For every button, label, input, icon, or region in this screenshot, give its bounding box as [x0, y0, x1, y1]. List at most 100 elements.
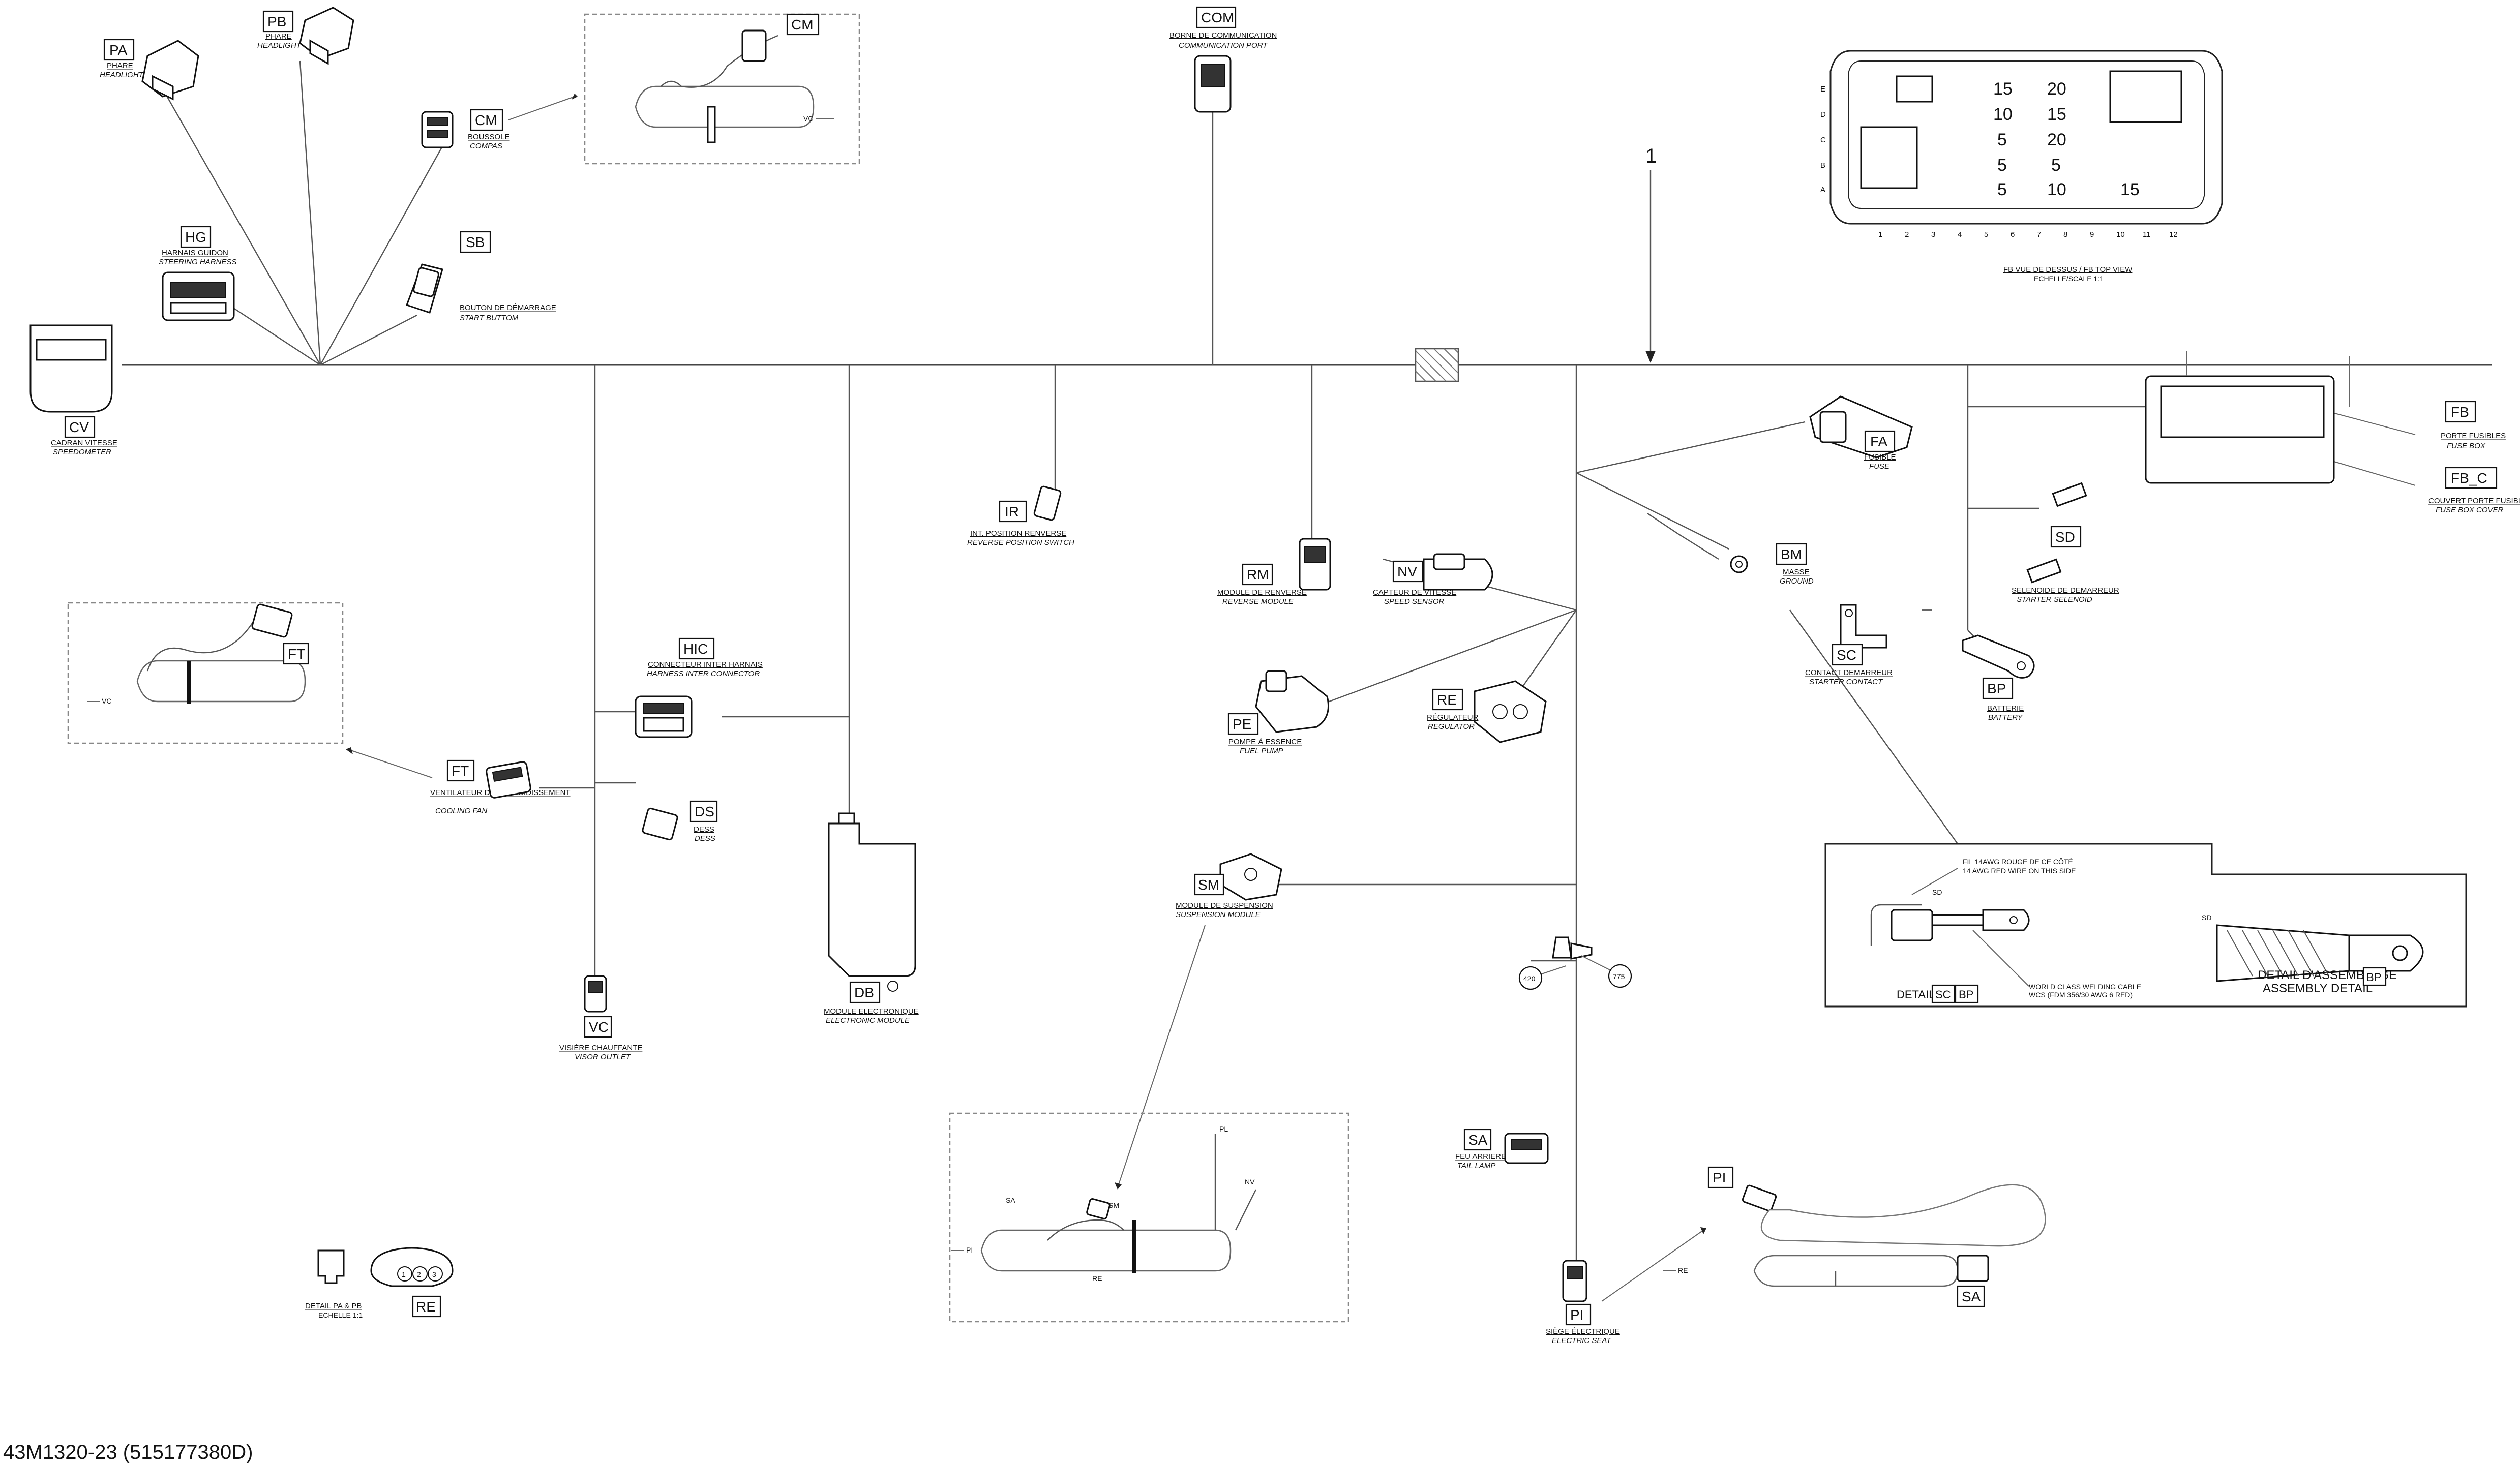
component-hic[interactable]: HIC CONNECTEUR INTER HARNAIS HARNESS INT… — [635, 637, 763, 738]
component-label-en: ELECTRONIC MODULE — [826, 1016, 910, 1025]
component-sd[interactable]: SD SELENOIDE DE DEMARREUR STARTER SELENO… — [2012, 482, 2119, 604]
fusebox-column: 7 — [2037, 230, 2041, 239]
component-code: BM — [1781, 546, 1802, 562]
fusebox-column: 6 — [2011, 230, 2015, 239]
detail-bp: BP — [1959, 988, 1973, 1001]
component-db[interactable]: DB MODULE ELECTRONIQUE ELECTRONIC MODULE — [824, 812, 919, 1025]
cooling-fan-connector-icon — [486, 761, 531, 799]
fusebox-column: 12 — [2169, 230, 2178, 239]
component-pb[interactable]: PB PHARE HEADLIGHT — [257, 7, 354, 65]
component-ft[interactable]: FT VENTILATEUR DE REFROIDISSEMENT COOLIN… — [346, 747, 571, 815]
component-cm[interactable]: CM BOUSSOLE COMPAS — [421, 94, 578, 150]
inset-sm-label: SM — [1108, 1201, 1119, 1209]
component-rm[interactable]: RM MODULE DE RENVERSE REVERSE MODULE — [1217, 538, 1331, 606]
fusebox-row: A — [1820, 186, 1825, 194]
fusebox-column: 5 — [1984, 230, 1988, 239]
compass-connector-icon — [421, 111, 454, 148]
component-label-en: REVERSE POSITION SWITCH — [967, 538, 1074, 547]
component-code: PE — [1233, 716, 1251, 732]
component-label-fr: MODULE DE RENVERSE — [1217, 588, 1307, 597]
fusebox-row: D — [1820, 110, 1826, 119]
component-sm[interactable]: SM MODULE DE SUSPENSION SUSPENSION MODUL… — [1115, 853, 1282, 1190]
inset-pi-detail: PI RE SA — [1663, 1166, 2046, 1307]
component-code: COM — [1201, 10, 1234, 25]
component-fa[interactable]: FA FUSIBLE FUSE — [1809, 395, 1913, 471]
component-label-en: STARTER SELENOID — [2017, 595, 2092, 604]
component-fb[interactable]: FB PORTE FUSIBLES FUSE BOX — [2145, 351, 2506, 484]
component-hg[interactable]: HG HARNAIS GUIDON STEERING HARNESS — [159, 226, 236, 321]
suspension-module-connector-icon — [1219, 853, 1282, 901]
assembly-detail-inset: FIL 14AWG ROUGE DE CE CÔTÉ 14 AWG RED WI… — [1824, 843, 2467, 1008]
inset-sa-tag: SA — [1962, 1289, 1981, 1304]
component-ds[interactable]: DS DESS DESS — [642, 800, 718, 843]
component-code: DB — [854, 985, 874, 1000]
component-label-en: COMPAS — [470, 142, 502, 150]
component-label-en: STEERING HARNESS — [159, 258, 236, 266]
component-code: IR — [1005, 504, 1019, 520]
inset-pi-label: PI — [966, 1246, 973, 1254]
component-label-fr: COUVERT PORTE FUSIBLES — [2428, 497, 2520, 505]
component-code: NV — [1397, 564, 1417, 580]
component-label-fr: SELENOIDE DE DEMARREUR — [2012, 586, 2119, 595]
fusebox-columns: 1 2 3 4 5 6 7 8 9 10 11 12 — [1878, 230, 2178, 239]
component-pe[interactable]: PE POMPE À ESSENCE FUEL PUMP — [1227, 670, 1329, 755]
component-bp[interactable]: BP BATTERIE BATTERY — [1962, 634, 2035, 722]
component-bm[interactable]: BM MASSE GROUND — [1647, 513, 1814, 586]
note-cable-2: WCS (FDM 356/30 AWG 6 RED) — [2029, 991, 2133, 999]
component-code: PA — [109, 42, 128, 58]
ring-terminal-420: 420 — [1523, 974, 1536, 983]
component-code: PB — [267, 14, 286, 29]
inset-pi-tag: PI — [1713, 1170, 1726, 1185]
component-code: SM — [1198, 877, 1219, 893]
inset-ft-detail: FT VC — [67, 602, 344, 744]
component-label-fr: CAPTEUR DE VITESSE — [1373, 588, 1456, 597]
inset-sa-label: SA — [1006, 1196, 1015, 1204]
component-label-fr: PORTE FUSIBLES — [2441, 432, 2506, 440]
headlight-connector-icon — [141, 40, 199, 101]
inset-re-label: RE — [1678, 1266, 1688, 1274]
fusebox-view-title: FB VUE DE DESSUS / FB TOP VIEW — [2003, 265, 2133, 274]
component-re[interactable]: RE RÉGULATEUR REGULATOR — [1427, 680, 1547, 743]
component-label-fr: VISIÈRE CHAUFFANTE — [559, 1044, 642, 1052]
component-code: BP — [1987, 681, 2006, 696]
fusebox-column: 9 — [2090, 230, 2094, 239]
component-code: SA — [1468, 1132, 1488, 1148]
component-code: FB — [2451, 404, 2469, 420]
sd-label-b: SD — [2202, 913, 2211, 922]
component-sa[interactable]: SA FEU ARRIERE TAIL LAMP — [1455, 1128, 1549, 1170]
regulator-connector-icon — [1474, 680, 1547, 743]
component-label-fr: MASSE — [1783, 568, 1810, 576]
ring-terminal-775: 775 — [1613, 972, 1625, 981]
component-label-fr: BOUSSOLE — [468, 133, 510, 141]
fusebox-row: C — [1820, 136, 1826, 144]
pin-number: 3 — [432, 1270, 436, 1278]
fusebox-top-view: E D C B A 15 20 10 15 5 20 5 5 5 10 15 1… — [1820, 50, 2223, 283]
component-pi[interactable]: PI SIÈGE ÉLECTRIQUE ELECTRIC SEAT — [1546, 1227, 1706, 1345]
component-code: FT — [452, 763, 469, 779]
visor-outlet-icon — [584, 975, 607, 1013]
component-code: PI — [1570, 1307, 1583, 1323]
fuse-holder-icon — [1809, 395, 1913, 459]
component-com[interactable]: COM BORNE DE COMMUNICATION COMMUNICATION… — [1169, 6, 1277, 113]
component-sb[interactable]: SB BOUTON DE DÉMARRAGE START BUTTOM — [406, 231, 556, 322]
component-label-fr: DESS — [694, 825, 714, 834]
fuse-rating: 5 — [1997, 180, 2007, 199]
component-label-fr: PHARE — [107, 62, 133, 70]
callout-number: 1 — [1645, 145, 1657, 167]
component-label-fr: BATTERIE — [1987, 704, 2024, 713]
component-ir[interactable]: IR INT. POSITION RENVERSE REVERSE POSITI… — [967, 485, 1074, 547]
fusebox-column: 2 — [1905, 230, 1909, 239]
component-fb-c[interactable]: FB_C COUVERT PORTE FUSIBLES FUSE BOX COV… — [2428, 467, 2520, 514]
component-sc[interactable]: SC CONTACT DEMARREUR STARTER CONTACT — [1805, 604, 1893, 686]
component-label-en: SPEEDOMETER — [53, 448, 111, 456]
component-pa[interactable]: PA PHARE HEADLIGHT — [100, 39, 199, 101]
fuse-rating: 15 — [2120, 180, 2140, 199]
pin-number: 1 — [402, 1270, 406, 1278]
fuse-ratings: 15 20 10 15 5 20 5 5 5 10 15 — [1993, 79, 2140, 199]
component-label-en: TAIL LAMP — [1457, 1162, 1495, 1170]
component-cv[interactable]: CV CADRAN VITESSE SPEEDOMETER — [29, 324, 117, 456]
component-vc[interactable]: VC VISIÈRE CHAUFFANTE VISOR OUTLET — [559, 975, 642, 1061]
assembly-bp: BP — [2366, 971, 2381, 984]
component-label-fr: CONTACT DEMARREUR — [1805, 668, 1893, 677]
component-nv[interactable]: NV CAPTEUR DE VITESSE SPEED SENSOR — [1373, 553, 1493, 606]
